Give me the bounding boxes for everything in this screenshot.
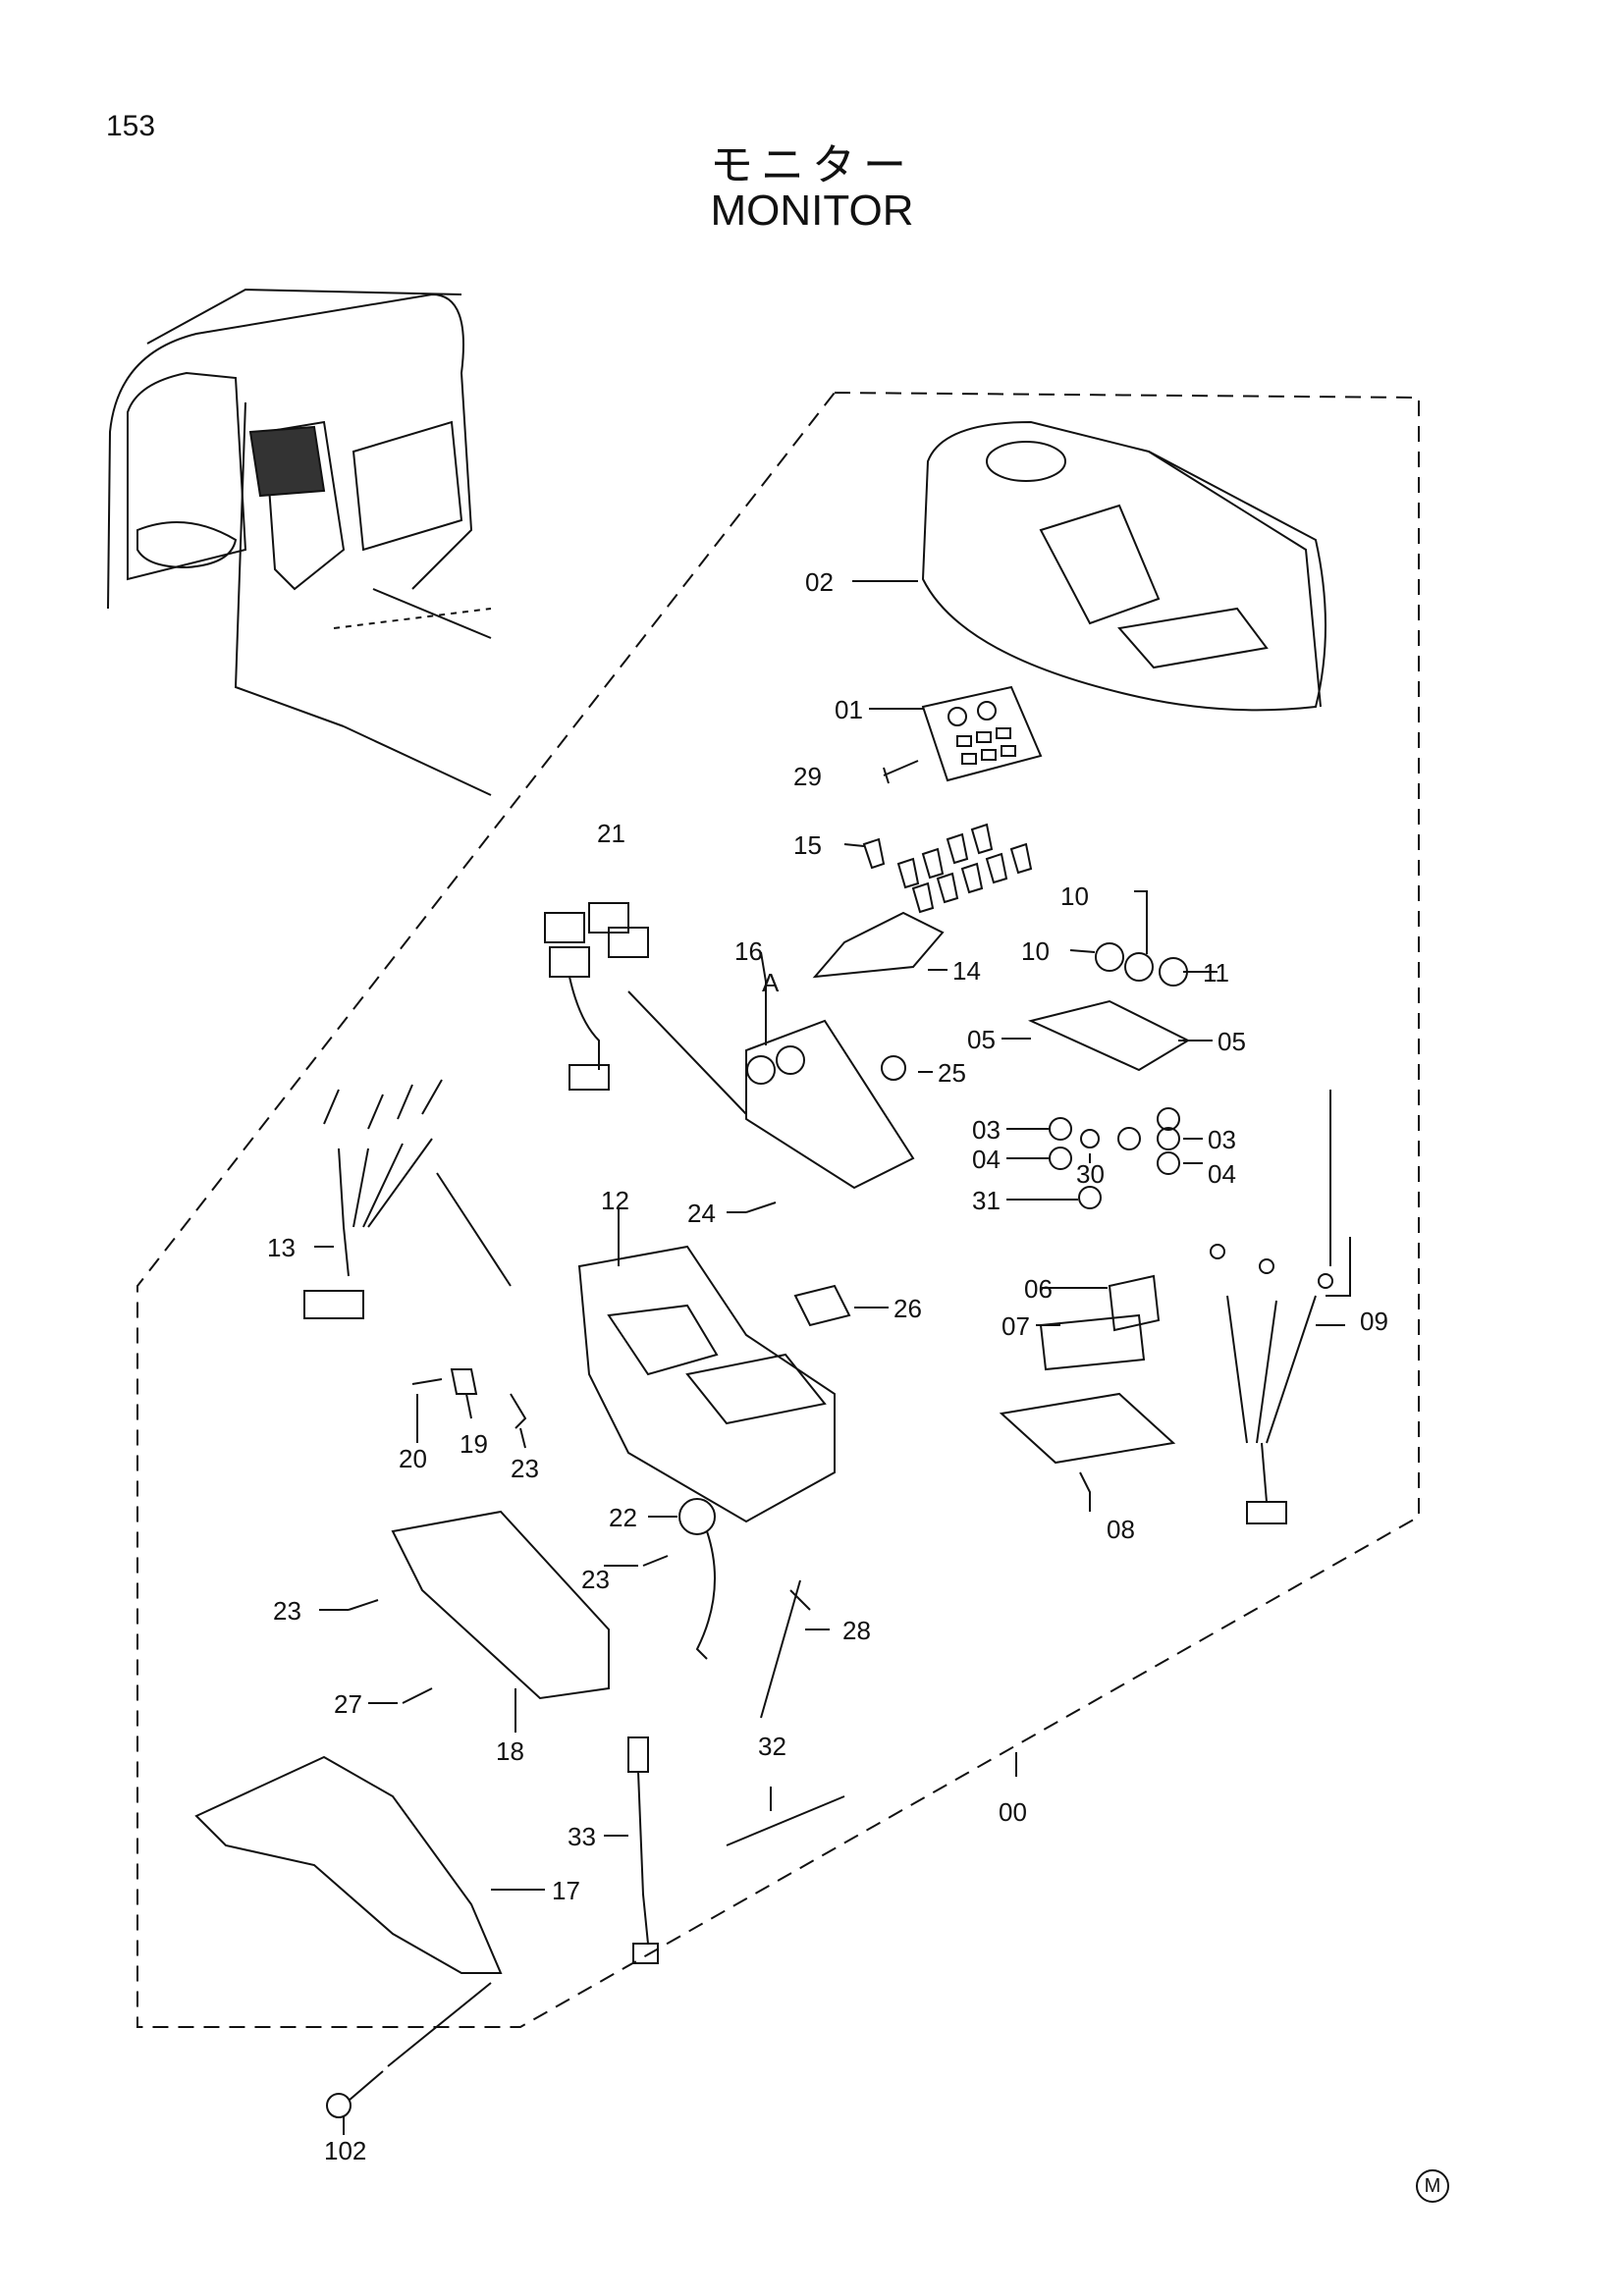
board-08 xyxy=(999,1392,1176,1465)
label-03-left: 03 xyxy=(972,1115,1001,1145)
label-102: 102 xyxy=(324,2136,366,2165)
label-17: 17 xyxy=(552,1876,580,1905)
label-05-left: 05 xyxy=(967,1025,996,1054)
label-A: A xyxy=(762,968,780,997)
membrane-14 xyxy=(812,911,945,979)
label-25: 25 xyxy=(938,1058,966,1088)
label-20: 20 xyxy=(399,1444,427,1473)
label-19: 19 xyxy=(460,1429,488,1459)
clip-19 xyxy=(450,1368,478,1395)
label-22: 22 xyxy=(609,1503,637,1532)
lamp-harness-13 xyxy=(303,1079,512,1319)
monitor-cover-02 xyxy=(921,420,1326,712)
cable-tie-32 xyxy=(726,1795,845,1846)
assembly-boundary-00 xyxy=(136,391,1420,2028)
bracket-06 xyxy=(1108,1274,1161,1332)
label-12: 12 xyxy=(601,1186,629,1215)
switch-knobs-15 xyxy=(862,823,1033,914)
label-28: 28 xyxy=(842,1616,871,1645)
label-18: 18 xyxy=(496,1736,524,1766)
label-08: 08 xyxy=(1107,1515,1135,1544)
label-13: 13 xyxy=(267,1233,296,1262)
screw-27 xyxy=(402,1687,433,1704)
label-09: 09 xyxy=(1360,1307,1388,1336)
harness-09 xyxy=(1210,1244,1333,1524)
label-29: 29 xyxy=(793,762,822,791)
label-04-right: 04 xyxy=(1208,1159,1236,1189)
label-01: 01 xyxy=(835,695,863,724)
screw-23-a xyxy=(510,1393,527,1429)
rotary-knobs-10-11 xyxy=(1095,942,1188,987)
label-23-buzzer: 23 xyxy=(581,1565,610,1594)
connector-26 xyxy=(793,1284,851,1327)
label-14: 14 xyxy=(952,956,981,986)
label-04-left: 04 xyxy=(972,1145,1001,1174)
label-05-right: 05 xyxy=(1218,1027,1246,1056)
label-03-right: 03 xyxy=(1208,1125,1236,1154)
bracket-17 xyxy=(194,1755,503,1974)
label-30: 30 xyxy=(1076,1159,1105,1189)
screw-24 xyxy=(745,1201,777,1213)
label-24: 24 xyxy=(687,1199,716,1228)
board-07 xyxy=(1039,1313,1146,1371)
label-23-plate: 23 xyxy=(273,1596,301,1626)
label-32: 32 xyxy=(758,1732,786,1761)
label-11: 11 xyxy=(1203,958,1229,988)
diagram-title-japanese: モニター xyxy=(710,140,914,190)
harness-33 xyxy=(627,1736,659,1964)
corner-mark: M xyxy=(1416,2169,1449,2203)
screw-23-b xyxy=(642,1555,669,1567)
buzzer-22 xyxy=(678,1498,716,1660)
switch-panel-01 xyxy=(921,685,1043,782)
label-15: 15 xyxy=(793,830,822,860)
cover-plate-18 xyxy=(391,1510,610,1700)
label-10: 10 xyxy=(1021,936,1050,966)
label-27: 27 xyxy=(334,1689,362,1719)
label-26: 26 xyxy=(893,1294,922,1323)
label-06: 06 xyxy=(1024,1274,1053,1304)
page-number: 153 xyxy=(106,110,156,142)
circuit-board-16 xyxy=(745,1019,915,1190)
cable-tie-28 xyxy=(760,1579,811,1719)
bolt-102 xyxy=(326,1982,492,2118)
switch-plate-05 xyxy=(1027,999,1191,1072)
screw-23-c xyxy=(348,1599,379,1611)
label-02: 02 xyxy=(805,567,834,597)
label-23-case: 23 xyxy=(511,1454,539,1483)
grommets-03-04-30-31 xyxy=(1049,1107,1180,1209)
label-33: 33 xyxy=(568,1822,596,1851)
label-21: 21 xyxy=(597,819,625,848)
harness-21 xyxy=(544,902,747,1115)
label-31: 31 xyxy=(972,1186,1001,1215)
monitor-case-12 xyxy=(577,1245,836,1523)
screw-29 xyxy=(883,760,919,784)
label-10-top: 10 xyxy=(1060,881,1089,911)
diagram-title-english: MONITOR xyxy=(710,187,914,235)
button-25 xyxy=(881,1055,906,1081)
screw-20 xyxy=(411,1378,443,1385)
label-16: 16 xyxy=(734,936,763,966)
cab-overview-illustration xyxy=(107,288,492,796)
label-00: 00 xyxy=(999,1797,1027,1827)
label-07: 07 xyxy=(1001,1311,1030,1341)
